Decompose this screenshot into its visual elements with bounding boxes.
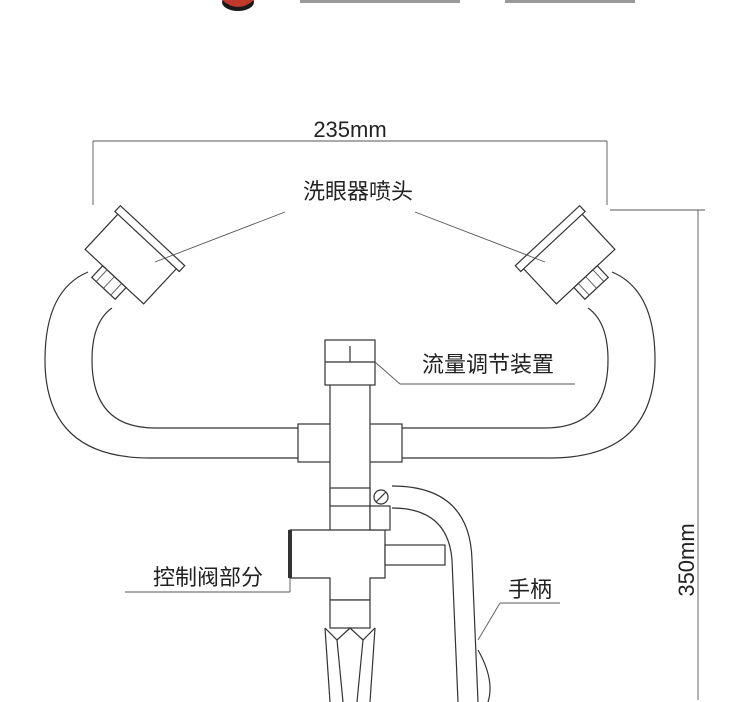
flow-adjust-label: 流量调节装置	[422, 353, 554, 378]
central-pipe	[329, 385, 371, 530]
handle-label: 手柄	[508, 578, 552, 603]
flow-adjustment-device	[324, 339, 376, 386]
nozzle-label: 洗眼器喷头	[303, 180, 413, 205]
valve-handle	[391, 485, 491, 702]
drain-outlet	[324, 627, 376, 702]
height-dimension-label: 350mm	[674, 523, 699, 596]
left-nozzle	[84, 204, 186, 305]
control-valve-label: 控制阀部分	[153, 566, 263, 591]
height-dimension: 350mm	[610, 209, 705, 700]
callout-leaders	[125, 211, 575, 641]
control-valve	[288, 505, 446, 629]
right-nozzle	[514, 204, 616, 305]
width-dimension-label: 235mm	[313, 117, 386, 142]
adjust-screw	[373, 489, 389, 505]
eyewash-pipe	[44, 271, 656, 463]
header-logo-remnant	[222, 0, 635, 11]
width-dimension: 235mm	[92, 117, 608, 205]
